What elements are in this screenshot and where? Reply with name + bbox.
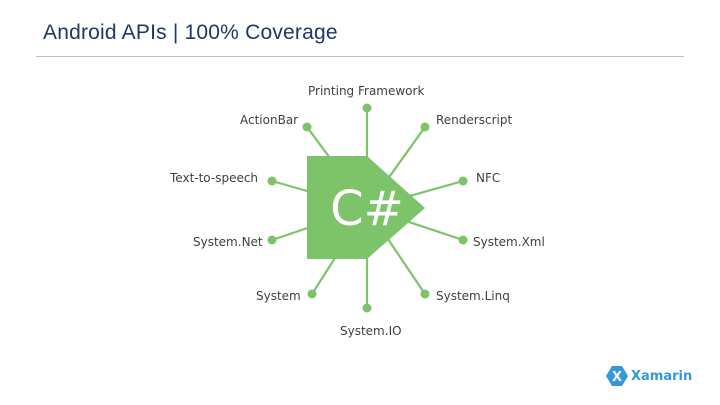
csharp-label: C# bbox=[330, 181, 404, 237]
api-node-label: System.Linq bbox=[436, 289, 510, 303]
svg-text:X: X bbox=[612, 370, 622, 385]
api-node-label: System.Net bbox=[193, 235, 263, 249]
xamarin-logo: X Xamarin bbox=[606, 366, 692, 386]
api-node-label: Text-to-speech bbox=[170, 171, 259, 185]
api-node-label: Renderscript bbox=[436, 113, 513, 127]
api-node-label: NFC bbox=[476, 171, 501, 185]
connector-node-dot bbox=[458, 235, 468, 245]
connector-node-dot bbox=[307, 289, 317, 299]
title-divider bbox=[36, 56, 684, 57]
connector-node-dot bbox=[302, 122, 312, 132]
connector-node-dot bbox=[362, 103, 372, 113]
api-node-label: System.Xml bbox=[473, 235, 545, 249]
xamarin-logo-text: Xamarin bbox=[631, 368, 693, 384]
connector-node-dot bbox=[267, 235, 277, 245]
api-node-label: ActionBar bbox=[240, 113, 299, 127]
xamarin-logo-icon: X bbox=[606, 366, 628, 386]
connector-node-dot bbox=[362, 303, 372, 313]
connector-node-dot bbox=[420, 122, 430, 132]
csharp-hexagon bbox=[307, 156, 425, 259]
api-node-label: System bbox=[256, 289, 301, 303]
connector-node-dot bbox=[458, 176, 468, 186]
connector-node-dot bbox=[420, 289, 430, 299]
slide-title: Android APIs | 100% Coverage bbox=[43, 21, 338, 44]
api-node-label: System.IO bbox=[340, 324, 402, 338]
api-node-label: Printing Framework bbox=[308, 84, 425, 98]
connector-node-dot bbox=[267, 176, 277, 186]
